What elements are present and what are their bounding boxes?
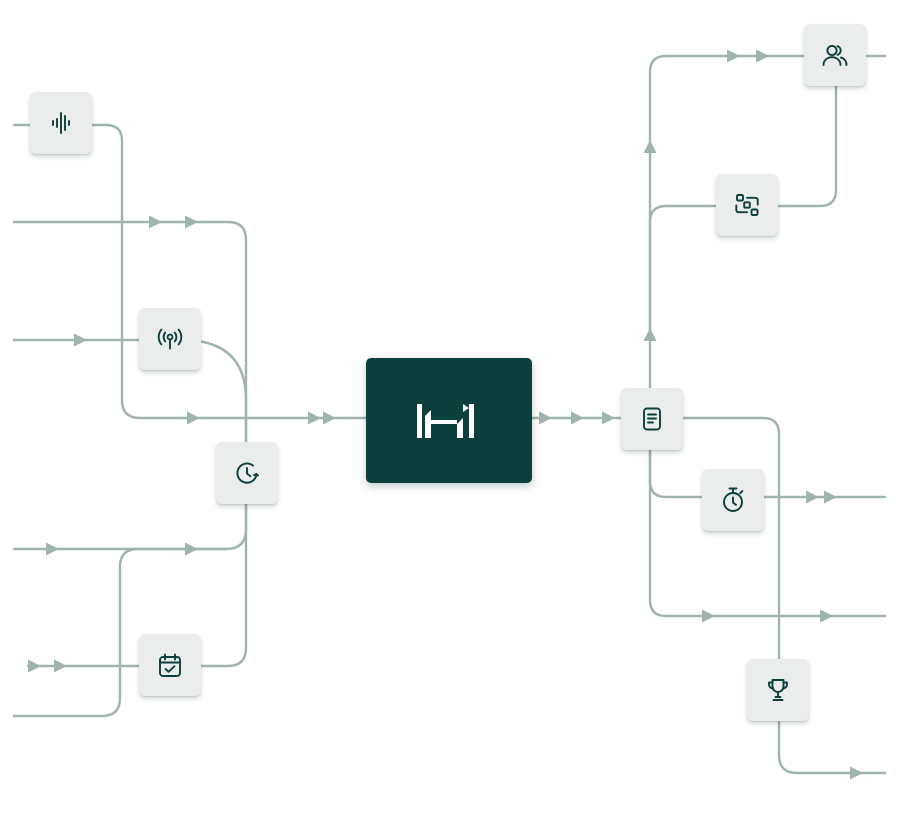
flow-arrow bbox=[727, 49, 740, 63]
connection-wire bbox=[648, 416, 887, 499]
flow-arrow bbox=[643, 328, 657, 341]
calendar-check-icon bbox=[159, 653, 181, 677]
connection-wire bbox=[648, 416, 887, 775]
broadcast-antenna-icon bbox=[157, 328, 183, 350]
scan-grid-node[interactable] bbox=[716, 174, 778, 236]
flow-arrow bbox=[850, 766, 863, 780]
flow-arrow bbox=[602, 411, 615, 425]
flow-arrow bbox=[187, 411, 200, 425]
users-icon bbox=[822, 44, 848, 66]
connection-wire bbox=[648, 416, 887, 618]
connection-wire bbox=[12, 220, 248, 668]
brand-logo-icon bbox=[417, 403, 474, 438]
flow-arrow bbox=[308, 411, 321, 425]
flow-arrow bbox=[149, 215, 162, 229]
stopwatch-node[interactable] bbox=[702, 469, 764, 531]
connection-wire bbox=[648, 54, 887, 420]
audio-wave-icon bbox=[52, 112, 70, 134]
flow-arrow bbox=[824, 490, 837, 504]
central-hub[interactable] bbox=[366, 358, 532, 483]
connection-wire bbox=[12, 338, 248, 482]
flow-arrow bbox=[28, 659, 41, 673]
connection-wire bbox=[12, 547, 228, 718]
flow-arrow bbox=[74, 333, 87, 347]
document-node[interactable] bbox=[621, 388, 683, 450]
flow-arrow bbox=[571, 411, 584, 425]
clock-refresh-icon bbox=[236, 462, 259, 484]
flow-arrow bbox=[185, 215, 198, 229]
users-node[interactable] bbox=[804, 24, 866, 86]
calendar-check-node[interactable] bbox=[139, 634, 201, 696]
flow-arrow bbox=[806, 490, 819, 504]
connection-wire bbox=[12, 478, 248, 551]
clock-refresh-node[interactable] bbox=[216, 442, 278, 504]
flow-arrow bbox=[54, 659, 67, 673]
flow-arrow bbox=[820, 609, 833, 623]
flow-arrow bbox=[185, 542, 198, 556]
scan-grid-icon bbox=[735, 194, 759, 216]
flow-arrow bbox=[539, 411, 552, 425]
connection-wire bbox=[12, 123, 368, 420]
flow-arrow bbox=[756, 49, 769, 63]
flow-arrow bbox=[323, 411, 336, 425]
trophy-node[interactable] bbox=[747, 659, 809, 721]
flow-arrow bbox=[643, 140, 657, 153]
document-icon bbox=[643, 407, 661, 431]
trophy-icon bbox=[768, 679, 788, 701]
audio-wave-node[interactable] bbox=[30, 92, 92, 154]
flow-arrow bbox=[702, 609, 715, 623]
flow-arrow bbox=[46, 542, 59, 556]
stopwatch-icon bbox=[723, 487, 744, 512]
broadcast-node[interactable] bbox=[139, 308, 201, 370]
flow-arrows bbox=[28, 49, 863, 780]
